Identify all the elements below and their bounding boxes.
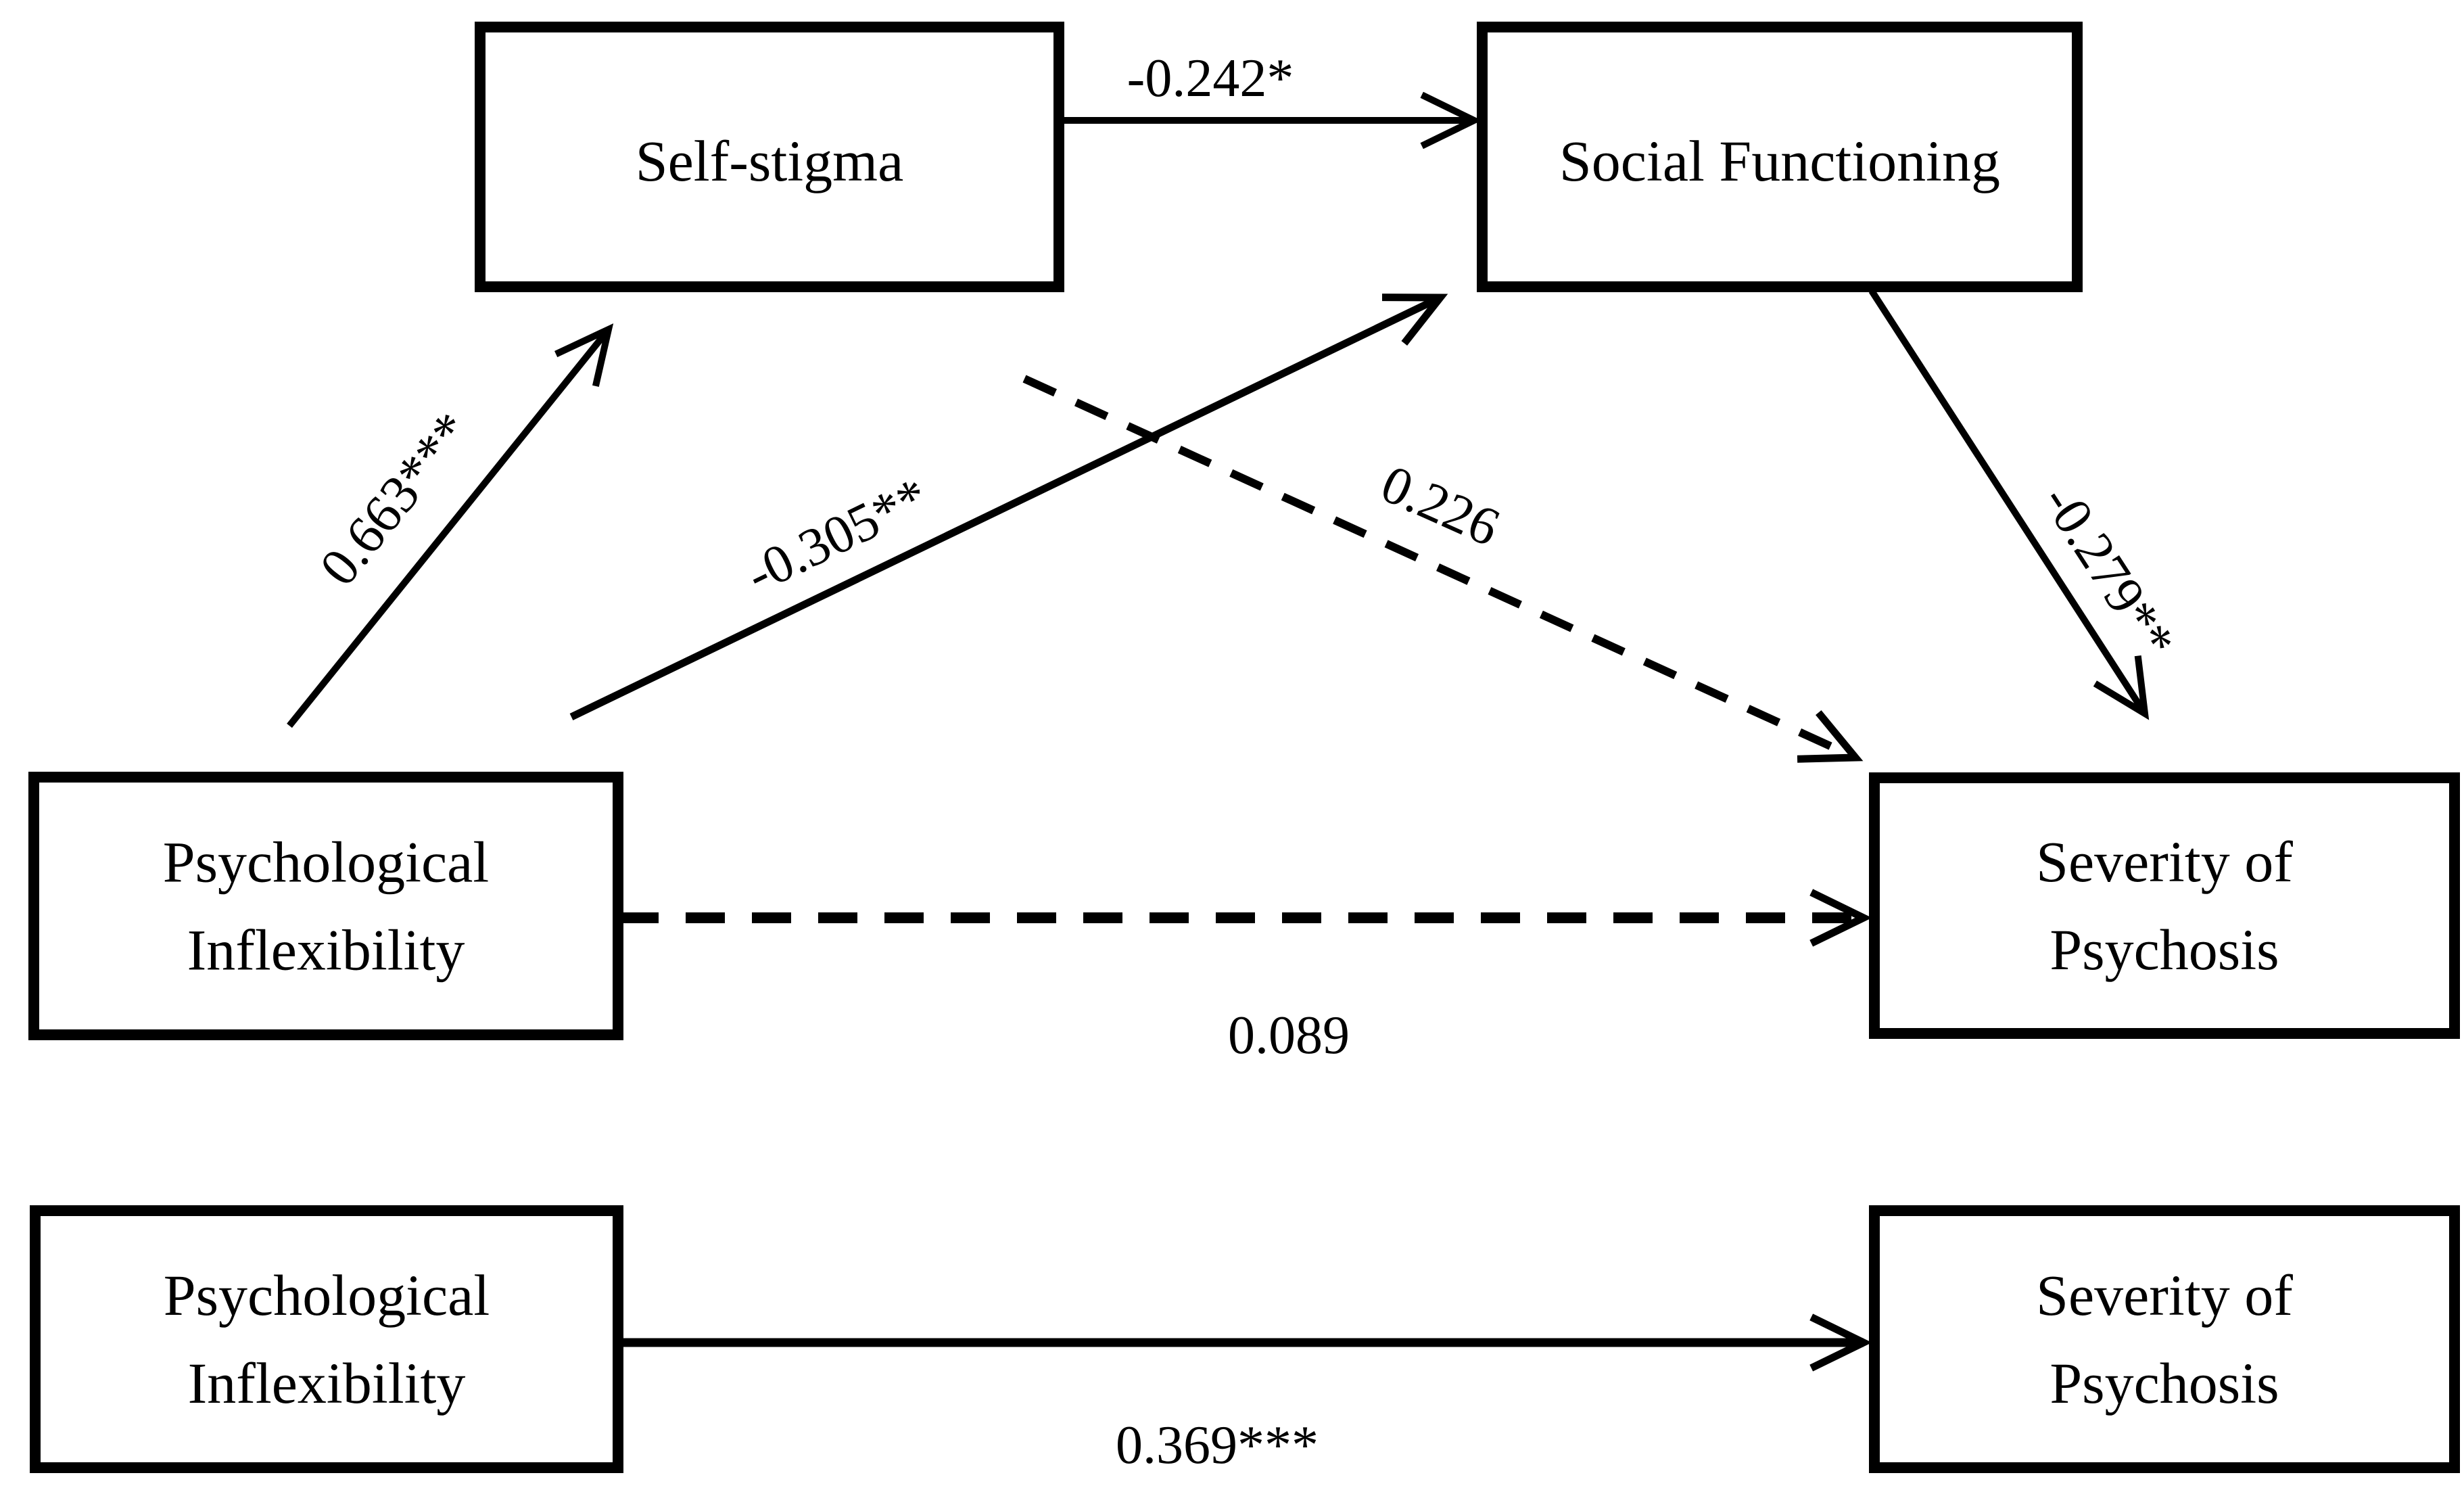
- social-functioning-box: [1477, 22, 2083, 292]
- psychological-inflexibility-bottom-label-line-1: Psychological: [164, 1263, 490, 1328]
- edge-self-stigma-to-severity-line: [1022, 375, 1857, 762]
- edge-self-stigma-to-social-functioning: -0.242*: [1055, 49, 1482, 149]
- edge-pi-to-severity-direct-coefficient: 0.089: [1228, 1006, 1350, 1065]
- social-functioning-label-line-1: Social Functioning: [1559, 129, 2000, 193]
- severity-of-psychosis-top-label-line-1: Severity of: [2036, 829, 2293, 894]
- psychological-inflexibility-bottom-box: [30, 1205, 623, 1473]
- severity-of-psychosis-top-box: [1869, 772, 2460, 1039]
- edge-self-stigma-to-social-functioning-coefficient: -0.242*: [1127, 49, 1294, 108]
- edge-pi-to-self-stigma-line: [287, 327, 611, 728]
- self-stigma-box: [475, 22, 1064, 292]
- edge-pi-to-severity-total-coefficient: 0.369***: [1116, 1416, 1319, 1475]
- edge-pi-to-social-functioning-coefficient: -0.305**: [737, 467, 937, 605]
- severity-of-psychosis-bottom-label-line-1: Severity of: [2036, 1263, 2293, 1328]
- edge-social-functioning-to-severity: -0.279**: [1868, 289, 2186, 720]
- edge-self-stigma-to-severity: 0.226: [1022, 375, 1864, 763]
- severity-of-psychosis-top-label-line-2: Psychosis: [2050, 917, 2279, 982]
- node-social-functioning: Social Functioning: [1477, 22, 2083, 292]
- edge-pi-to-severity-total: 0.369***: [619, 1313, 1872, 1475]
- edge-pi-to-social-functioning-line: [569, 294, 1442, 720]
- edge-pi-to-social-functioning-arrowhead: [1381, 294, 1448, 346]
- psychological-inflexibility-bottom-label-line-2: Inflexibility: [188, 1351, 466, 1416]
- node-self-stigma: Self-stigma: [475, 22, 1064, 292]
- psychological-inflexibility-top-label-line-1: Psychological: [163, 830, 490, 895]
- psychological-inflexibility-top-label-line-2: Inflexibility: [187, 918, 465, 983]
- psychological-inflexibility-top-box: [28, 772, 623, 1040]
- edge-pi-to-severity-total-arrowhead: [1809, 1313, 1872, 1372]
- edge-pi-to-self-stigma-coefficient: 0.663***: [308, 402, 482, 597]
- edge-pi-to-severity-direct: 0.089: [619, 889, 1872, 1065]
- edge-self-stigma-to-social-functioning-arrowhead: [1420, 91, 1482, 149]
- edge-pi-to-self-stigma: 0.663***: [287, 323, 614, 728]
- self-stigma-label-line-1: Self-stigma: [636, 129, 904, 193]
- edge-pi-to-severity-direct-arrowhead: [1809, 889, 1872, 947]
- edge-pi-to-self-stigma-arrowhead: [554, 323, 614, 387]
- edge-social-functioning-to-severity-arrowhead: [2093, 655, 2150, 720]
- edge-social-functioning-to-severity-line: [1868, 289, 2148, 716]
- severity-of-psychosis-bottom-box: [1869, 1205, 2460, 1473]
- severity-of-psychosis-bottom-label-line-2: Psychosis: [2050, 1351, 2279, 1416]
- node-severity-of-psychosis-bottom: Severity of Psychosis: [1869, 1205, 2460, 1473]
- node-severity-of-psychosis-top: Severity of Psychosis: [1869, 772, 2460, 1039]
- edge-self-stigma-to-severity-arrowhead: [1797, 710, 1864, 763]
